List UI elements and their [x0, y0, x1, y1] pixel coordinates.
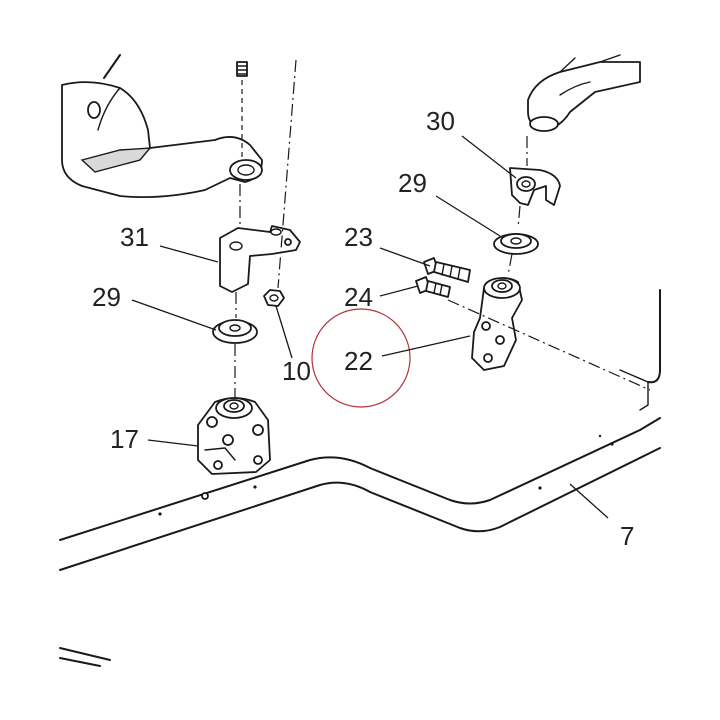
part-29-washer-left	[212, 319, 258, 400]
callout-17: 17	[110, 424, 139, 454]
part-31-bracket	[219, 184, 301, 318]
left-arm-assembly	[61, 54, 263, 199]
callout-10: 10	[282, 356, 311, 386]
callout-31: 31	[120, 222, 149, 252]
part-22-mount	[447, 277, 651, 391]
callout-30: 30	[426, 106, 455, 136]
part-23-bolt	[423, 257, 471, 283]
part-10-nut	[263, 59, 297, 307]
callout-29-left: 29	[92, 282, 121, 312]
highlight-circle	[311, 308, 411, 408]
part-24-bolt	[415, 276, 451, 298]
leader-lines	[131, 135, 609, 519]
part-17-mount	[197, 397, 271, 500]
callout-7: 7	[620, 521, 634, 551]
callout-22: 22	[344, 346, 373, 376]
callout-23: 23	[344, 222, 373, 252]
right-arm-assembly	[527, 54, 641, 132]
callout-24: 24	[344, 282, 373, 312]
callout-29-right: 29	[398, 168, 427, 198]
part-30-clip	[509, 136, 561, 229]
part-29-washer-right	[493, 233, 539, 276]
frame-panel	[59, 289, 661, 667]
